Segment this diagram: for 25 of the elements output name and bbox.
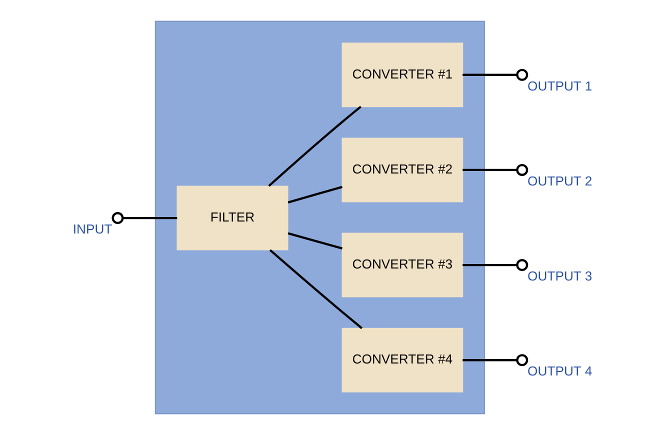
node-label: INPUT [72, 221, 112, 236]
node-circle [516, 164, 528, 176]
node-box: FILTER [176, 186, 288, 250]
connector [462, 359, 518, 362]
connector [288, 232, 343, 250]
node-circle [112, 212, 124, 224]
node-circle [516, 68, 528, 81]
node-box: CONVERTER #3 [342, 232, 464, 298]
connector [288, 186, 343, 204]
connector [462, 168, 518, 172]
connector [462, 74, 518, 76]
node-circle [516, 259, 528, 272]
connector [268, 106, 362, 187]
connector [123, 216, 178, 220]
connector [462, 264, 518, 266]
cluster [154, 20, 485, 414]
node-circle [516, 354, 528, 366]
node-label: OUTPUT 1 [528, 78, 592, 94]
node-label: OUTPUT 2 [528, 173, 592, 188]
connector [269, 249, 363, 330]
node-box: CONVERTER #4 [342, 328, 464, 392]
node-label: OUTPUT 3 [528, 268, 592, 284]
node-box: CONVERTER #1 [342, 42, 464, 108]
node-box: CONVERTER #2 [342, 138, 464, 202]
node-label: OUTPUT 4 [528, 364, 592, 379]
